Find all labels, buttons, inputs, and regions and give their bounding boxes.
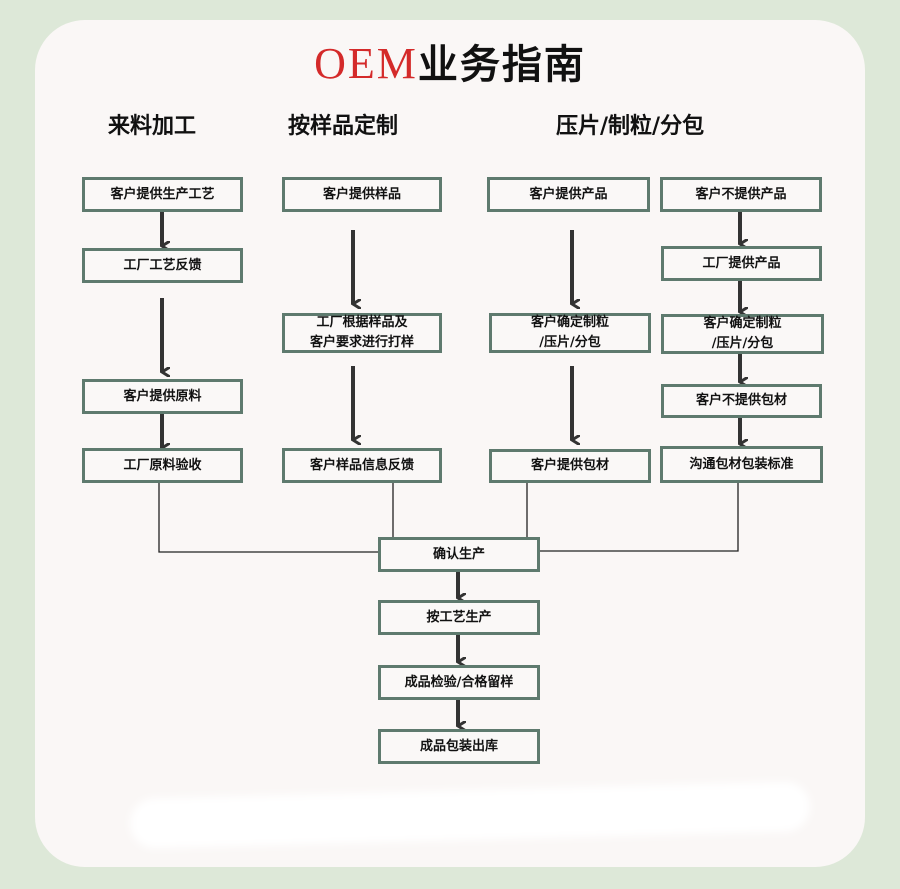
heading-material-processing: 来料加工 xyxy=(108,113,197,139)
connector-material xyxy=(158,482,378,553)
step-confirm-production: 确认生产 xyxy=(378,537,540,572)
step-customer-not-provide-product: 客户不提供产品 xyxy=(660,177,822,212)
step-package-and-ship: 成品包装出库 xyxy=(378,729,540,764)
step-customer-confirms-form-2: 客户确定制粒 /压片/分包 xyxy=(661,314,824,354)
step-customer-confirms-form: 客户确定制粒 /压片/分包 xyxy=(489,313,651,353)
step-factory-raw-material-inspection: 工厂原料验收 xyxy=(82,448,243,483)
step-inspection-retain-sample: 成品检验/合格留样 xyxy=(378,665,540,700)
step-factory-makes-sample: 工厂根据样品及 客户要求进行打样 xyxy=(282,313,442,353)
step-factory-process-feedback: 工厂工艺反馈 xyxy=(82,248,243,283)
step-customer-provides-raw-material: 客户提供原料 xyxy=(82,379,243,414)
step-customer-provides-process: 客户提供生产工艺 xyxy=(82,177,243,212)
page-title: OEM业务指南 xyxy=(0,32,900,90)
step-factory-provides-product: 工厂提供产品 xyxy=(661,246,822,281)
step-customer-provides-packaging: 客户提供包材 xyxy=(489,449,651,483)
step-produce-by-process: 按工艺生产 xyxy=(378,600,540,635)
step-agree-packaging-standard: 沟通包材包装标准 xyxy=(660,446,823,483)
guide-card xyxy=(35,20,865,867)
step-customer-provides-sample: 客户提供样品 xyxy=(282,177,442,212)
step-customer-not-provide-packaging: 客户不提供包材 xyxy=(661,384,822,418)
heading-sample-customization: 按样品定制 xyxy=(288,113,399,139)
step-customer-sample-feedback: 客户样品信息反馈 xyxy=(282,448,442,483)
title-oem: OEM xyxy=(314,39,418,88)
heading-tablet-granule-packaging: 压片/制粒/分包 xyxy=(556,113,705,139)
step-customer-provides-product: 客户提供产品 xyxy=(487,177,650,212)
title-text: 业务指南 xyxy=(417,42,586,88)
connector-product-not-provided xyxy=(540,482,739,552)
